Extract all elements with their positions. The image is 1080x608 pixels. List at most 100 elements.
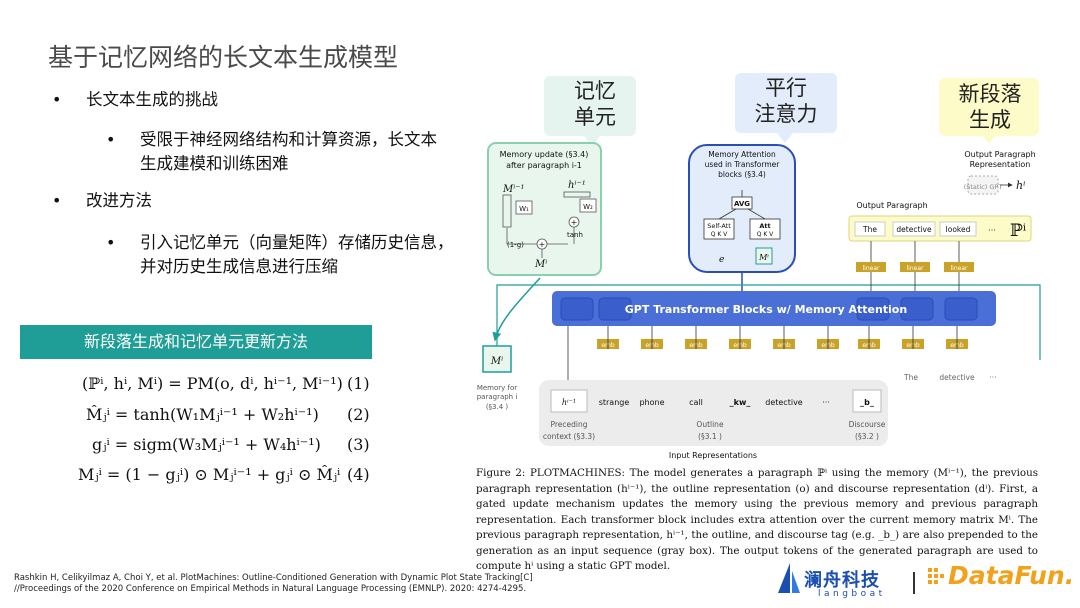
reference-line1: Rashkin H, Celikyilmaz A, Choi Y, et al.… [14, 573, 533, 583]
equation-number-2: (2) [347, 405, 370, 424]
figure-caption: Figure 2: PLOTMACHINES: The model genera… [476, 467, 1038, 572]
mem-attn-subtitle: used in Transformer [705, 160, 781, 169]
bullet-dot: • [106, 130, 116, 149]
input-token: detective [765, 398, 803, 407]
bullet-dot: • [52, 191, 62, 210]
callout-text: 新段落 [959, 82, 1022, 106]
input-tokens: hⁱ⁻¹ strange phone call _kw_ detective ·… [550, 389, 882, 413]
out-repr-subtitle: Representation [970, 160, 1031, 169]
svg-text:+: + [571, 218, 578, 227]
memory-matrix-box [482, 345, 512, 373]
bullet-text-line2: 生成建模和训练困难 [140, 154, 289, 173]
m-i-label: Mⁱ [758, 253, 769, 262]
logo-separator [913, 572, 915, 594]
output-token: ··· [988, 226, 996, 235]
equation-1: (ℙⁱ, hⁱ, Mⁱ) = PM(o, dⁱ, hⁱ⁻¹, Mⁱ⁻¹) [82, 374, 343, 393]
bullet-text-line1: 引入记忆单元（向量矩阵）存储历史信息， [140, 233, 454, 252]
static-gpt-label: (Static) GPT [964, 183, 1003, 191]
bullet-method: • 改进方法 [52, 189, 152, 213]
langboat-logo-icon [778, 563, 800, 593]
callout-text: 平行 [765, 76, 807, 100]
callout-parallel-attention: 平行 注意力 [735, 73, 837, 143]
w1-label: W₁ [519, 205, 529, 213]
linear-layers: linear linear linear [856, 262, 974, 272]
input-token: phone [639, 398, 664, 407]
input-representations-box [539, 380, 888, 446]
bullet-text: 改进方法 [86, 191, 152, 210]
bullet-dot: • [52, 90, 62, 109]
gpt-blocks-label: GPT Transformer Blocks w/ Memory Attenti… [625, 303, 907, 316]
mem-update-subtitle: after paragraph i-1 [506, 161, 582, 170]
output-token: looked [946, 225, 971, 234]
input-token: ··· [822, 398, 830, 407]
datafun-dots-icon [928, 568, 944, 584]
group-label: (§3.1 ) [698, 432, 722, 441]
input-token: _kw_ [730, 398, 751, 407]
bullet-dot: • [106, 233, 116, 252]
output-token: detective [896, 225, 932, 234]
callout-text: 记忆 [574, 79, 616, 103]
reference: Rashkin H, Celikyilmaz A, Choi Y, et al.… [14, 573, 533, 595]
shifted-token: detective [939, 373, 975, 382]
w2-label: W₂ [583, 203, 593, 211]
group-label: Outline [696, 420, 724, 429]
transformer-cells [560, 297, 978, 321]
h-i-label: hⁱ [1016, 179, 1025, 192]
input-token: strange [599, 398, 630, 407]
subbullet-method: • 引入记忆单元（向量矩阵）存储历史信息， 并对历史生成信息进行压缩 [106, 231, 454, 279]
equation-number-3: (3) [347, 435, 370, 454]
mem-for-label: Memory for [477, 384, 517, 392]
input-token: hⁱ⁻¹ [562, 398, 576, 407]
equation-3: gⱼⁱ = sigm(W₃Mⱼⁱ⁻¹ + W₄hⁱ⁻¹) [92, 435, 321, 454]
mem-update-title: Memory update (§3.4) [500, 150, 589, 159]
datafun-logo-text: DataFun. [948, 561, 1075, 590]
linear-label: linear [951, 265, 969, 272]
langboat-logo-text: 澜舟科技 [804, 570, 880, 591]
shifted-token: The [903, 373, 918, 382]
group-label: Preceding [550, 420, 587, 429]
bullet-challenge: • 长文本生成的挑战 [52, 88, 218, 112]
callout-memory-cell: 记忆 单元 [544, 76, 636, 146]
m-i-label: Mⁱ [534, 259, 547, 270]
h-prev-label: hⁱ⁻¹ [568, 180, 586, 191]
tanh-label: tanh [567, 231, 583, 239]
input-token: call [689, 398, 703, 407]
bullet-text-line1: 受限于神经网络结构和计算资源，长文本 [140, 130, 437, 149]
bullet-text: 长文本生成的挑战 [86, 90, 218, 109]
qkv-label: Q K V [757, 231, 774, 238]
e-label: e [719, 255, 724, 265]
callout-text: 生成 [969, 108, 1011, 132]
section-banner: 新段落生成和记忆单元更新方法 [20, 325, 372, 359]
equation-4: Mⱼⁱ = (1 − gⱼⁱ) ⊙ Mⱼⁱ⁻¹ + gⱼⁱ ⊙ M̂ⱼⁱ [78, 465, 341, 484]
m-i-label: Mⁱ [490, 356, 503, 367]
equation-number-1: (1) [347, 374, 370, 393]
input-token: _b_ [860, 398, 874, 407]
m-prev-label: Mⁱ⁻¹ [502, 184, 525, 195]
mem-for-label: (§3.4 ) [486, 403, 509, 411]
linear-label: linear [907, 265, 925, 272]
out-para-title: Output Paragraph [856, 201, 927, 210]
mem-attn-subtitle: blocks (§3.4) [718, 170, 766, 179]
linear-label: linear [863, 265, 881, 272]
equation-2: M̂ⱼⁱ = tanh(W₁Mⱼⁱ⁻¹ + W₂hⁱ⁻¹) [86, 405, 319, 424]
reference-line2: //Proceedings of the 2020 Conference on … [14, 584, 527, 594]
gate-label: (1-g) [507, 241, 524, 249]
input-repr-title: Input Representations [669, 451, 757, 460]
plotmachines-diagram: 记忆 单元 平行 注意力 新段落 生成 Memory update (§3.4)… [477, 73, 1041, 460]
att-label: Att [759, 222, 770, 230]
memory-update-box: Memory update (§3.4) after paragraph i-1… [487, 142, 602, 276]
svg-text:+: + [539, 240, 546, 249]
p-i-label: ℙⁱ [1010, 221, 1027, 241]
memory-attention-box: Memory Attention used in Transformer blo… [688, 144, 796, 273]
slide-title: 基于记忆网络的长文本生成模型 [48, 43, 399, 72]
self-att-label: Self-Att [707, 222, 731, 230]
bullet-text-line2: 并对历史生成信息进行压缩 [140, 257, 338, 276]
callout-text: 注意力 [755, 102, 818, 126]
group-label: Discourse [849, 420, 886, 429]
output-token: The [862, 225, 877, 234]
memory-flow-arrow [492, 277, 541, 342]
avg-label: AVG [734, 200, 750, 208]
group-label: (§3.2 ) [855, 432, 879, 441]
qkv-label: Q K V [711, 231, 728, 238]
